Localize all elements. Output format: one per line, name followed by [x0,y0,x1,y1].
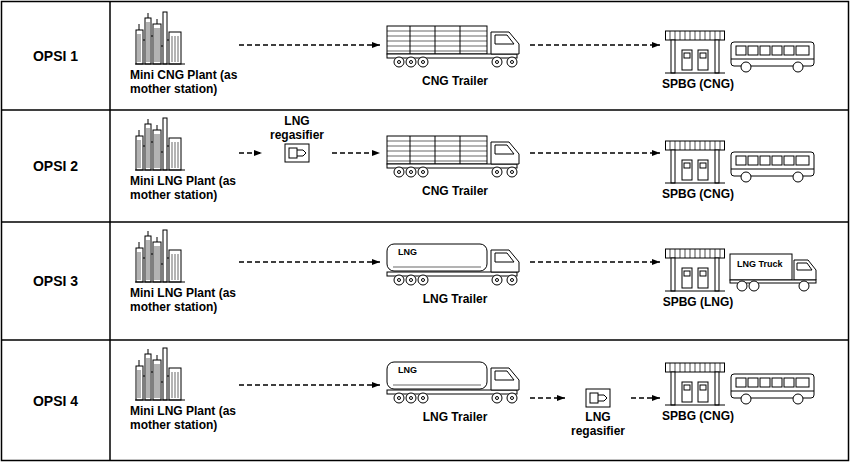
trailer-node: CNG Trailer [380,132,530,198]
node-caption: LNG regasifier [262,114,332,142]
node-caption: SPBG (LNG) [660,295,736,309]
node-caption: CNG Trailer [380,184,530,198]
flow-arrow [530,44,660,45]
flow-arrow [239,261,380,262]
trailer-node: CNG Trailer [380,22,530,88]
flow-arrow [631,397,660,398]
node-caption: Mini LNG Plant (as mother station) [130,404,239,432]
station-node: SPBG (CNG) [660,30,736,91]
option-cell: OPSI 1 [2,2,109,109]
station-node: SPBG (LNG) [660,248,736,309]
node-caption: CNG Trailer [380,74,530,88]
node-caption: SPBG (CNG) [660,187,736,201]
plant-node: Mini LNG Plant (as mother station) [130,228,239,314]
option-cell: OPSI 3 [2,223,109,339]
flow-arrow [530,397,565,398]
node-caption: Mini LNG Plant (as mother station) [130,174,239,202]
node-caption: Mini LNG Plant (as mother station) [130,286,239,314]
flow-arrow [530,261,660,262]
flow-arrow [239,384,380,385]
regasifier-node: LNG regasifier [262,114,332,166]
node-caption: SPBG (CNG) [660,77,736,91]
regasifier-node: LNG regasifier [565,386,631,438]
option-number: OPSI 2 [33,158,78,174]
node-caption: LNG Trailer [380,292,530,306]
option-number: OPSI 3 [33,273,78,289]
option-cell: OPSI 2 [2,111,109,221]
flow-arrow [239,152,262,153]
option-number: OPSI 1 [33,48,78,64]
node-caption: LNG Trailer [380,410,530,424]
station-node: SPBG (CNG) [660,362,736,423]
plant-node: Mini LNG Plant (as mother station) [130,346,239,432]
flow-arrow [332,152,380,153]
node-caption: LNG regasifier [565,410,631,438]
option-cell: OPSI 4 [2,341,109,460]
node-caption: Mini CNG Plant (as mother station) [130,68,239,96]
option-number: OPSI 4 [33,393,78,409]
flow-arrow [239,44,380,45]
vehicle-label: LNG [398,365,417,376]
vehicle-label: LNG [398,247,417,258]
vehicle-label: LNG Truck [737,259,783,270]
node-caption: SPBG (CNG) [660,409,736,423]
plant-node: Mini LNG Plant (as mother station) [130,116,239,202]
vehicle-icons [730,42,816,404]
regasifier-icons [285,144,610,407]
plant-node: Mini CNG Plant (as mother station) [130,10,239,96]
flow-arrow [530,152,660,153]
station-node: SPBG (CNG) [660,140,736,201]
